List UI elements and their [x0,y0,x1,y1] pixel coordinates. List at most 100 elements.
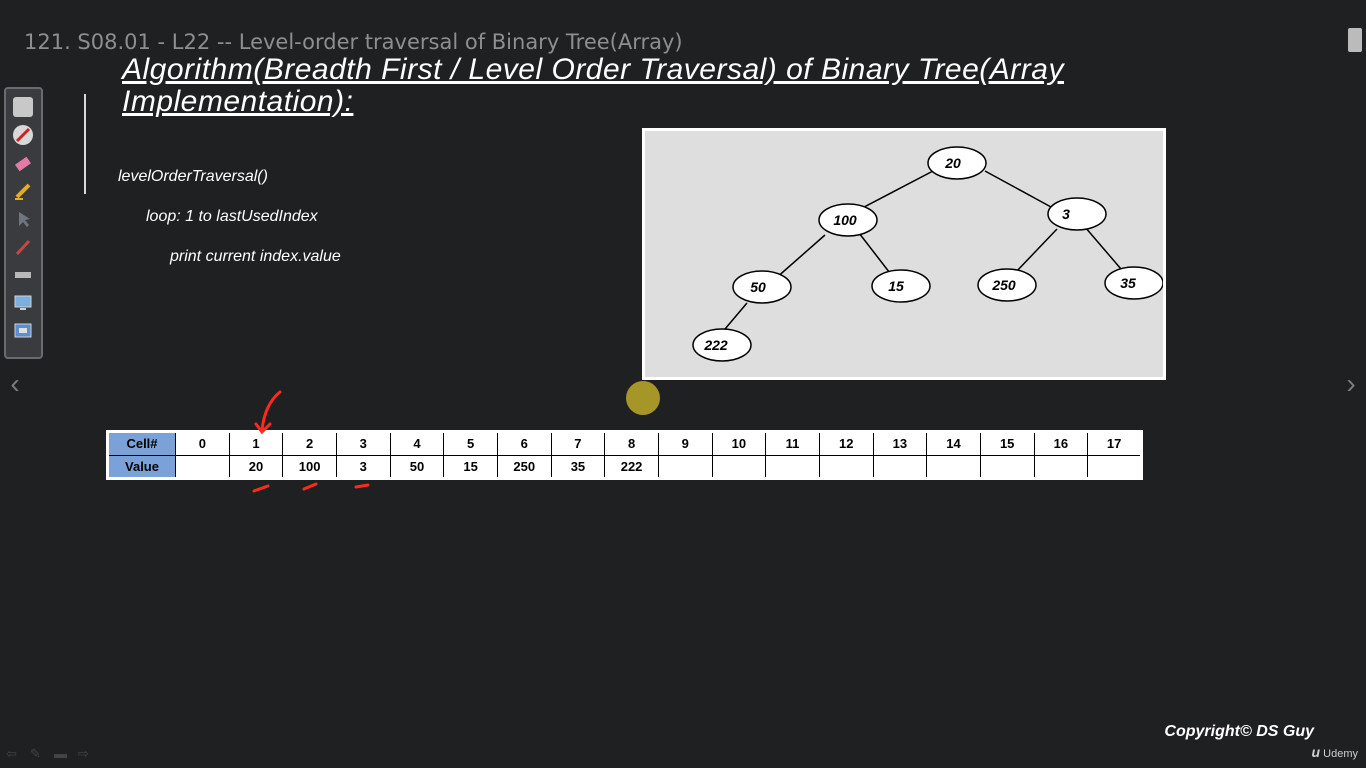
cell-index: 6 [496,431,552,456]
cell-index: 4 [389,431,445,456]
cell-index: 5 [443,431,498,456]
pointer-icon[interactable] [13,209,33,229]
cell-value: 35 [550,454,606,479]
annotation-toolbar [4,87,43,359]
whiteboard-icon[interactable] [13,97,33,117]
code-line-3: print current index.value [170,248,341,265]
laser-pointer [626,381,660,415]
cell-value: 100 [282,454,337,479]
cell-index: 7 [550,431,606,456]
node-ellipse-100 [818,203,878,237]
divider [84,94,86,194]
node-ellipse-15 [871,269,931,303]
arrow-stroke [260,390,282,432]
cell-index: 12 [818,431,874,456]
cell-value: 222 [604,454,659,479]
node-label-250: 250 [991,277,1016,293]
node-label-100: 100 [833,212,857,228]
underline-mark-1 [252,484,270,493]
edge-100-50 [774,234,826,280]
cell-index: 1 [228,431,284,456]
cell-index: 9 [657,431,713,456]
cell-value [872,454,928,479]
underline-mark-2 [302,482,318,491]
table-row-cells: Cell# 0 1 2 3 4 5 6 7 8 9 10 11 12 13 14… [107,431,1142,456]
cell-index: 13 [872,431,928,456]
chevron-left-icon[interactable]: ‹ [10,368,20,399]
node-ellipse-250 [977,268,1037,302]
udemy-mark: u [1311,744,1321,760]
cell-index: 8 [604,431,659,456]
node-ellipse-3 [1047,197,1107,231]
cell-index: 11 [765,431,820,456]
edge-50-222 [724,302,748,330]
cell-value [657,454,713,479]
marker-glyph [15,239,31,256]
video-title: 121. S08.01 - L22 -- Level-order travers… [24,30,683,54]
ruler-glyph [15,272,31,278]
cell-value [1087,454,1142,479]
eraser-icon[interactable] [13,153,33,173]
node-label-20: 20 [944,155,961,171]
node-ellipse-50 [732,270,792,304]
highlighter-icon[interactable] [13,181,33,201]
code-line-2: loop: 1 to lastUsedIndex [146,208,318,225]
edge-20-3 [984,170,1052,208]
copyright-text: Copyright© DS Guy [1164,723,1314,740]
cell-index: 16 [1033,431,1089,456]
board-icon[interactable]: ▬ [54,746,67,761]
cell-index: 15 [979,431,1035,456]
node-label-50: 50 [750,279,766,295]
screen-icon[interactable] [13,293,33,313]
red-annotations [252,390,370,493]
edge-100-15 [858,232,894,278]
ruler-icon[interactable] [13,265,33,285]
capture-glyph [14,323,32,338]
pencil-icon[interactable]: ✎ [30,746,41,761]
pen-icon[interactable] [13,125,33,145]
node-label-222: 222 [703,337,728,353]
edge-3-35 [1084,226,1122,270]
cell-value [1033,454,1089,479]
cell-value: 50 [389,454,445,479]
node-ellipse-222 [692,328,752,362]
code-line-1: levelOrderTraversal() [118,168,268,185]
chevron-right-icon[interactable]: › [1346,368,1356,399]
table-row-values: Value 20 100 3 50 15 250 35 222 [107,454,1142,479]
arrow-head [254,422,272,435]
node-ellipse-35 [1104,266,1163,300]
marker-icon[interactable] [13,237,33,257]
cell-value [926,454,981,479]
slide-heading: Algorithm(Breadth First / Level Order Tr… [122,53,1064,118]
cell-value: 3 [335,454,391,479]
capture-icon[interactable] [13,321,33,341]
cell-value [979,454,1035,479]
pointer-glyph [19,212,30,227]
cell-value [711,454,767,479]
cell-value [818,454,874,479]
cell-index: 0 [175,431,230,456]
cell-index: 14 [926,431,981,456]
node-label-3: 3 [1062,206,1070,222]
cell-value: 20 [228,454,284,479]
undo-icon[interactable]: ⇦ [6,746,17,761]
row-label-cell: Cell# [107,431,176,456]
node-ellipse-20 [927,146,987,180]
udemy-logo: u Udemy [1312,744,1358,760]
node-label-15: 15 [888,278,904,294]
edge-3-250 [1014,228,1058,274]
tree-diagram: 20 100 3 50 15 250 35 222 [642,128,1166,380]
underline-mark-3 [354,483,370,489]
cell-index: 17 [1087,431,1142,456]
tree-edges: 20 100 3 50 15 250 35 222 [692,146,1163,362]
redo-icon[interactable]: ⇨ [78,746,89,761]
udemy-brand: Udemy [1323,748,1358,760]
cell-index: 10 [711,431,767,456]
panel-handle[interactable] [1348,28,1362,52]
array-table: Cell# 0 1 2 3 4 5 6 7 8 9 10 11 12 13 14… [106,430,1143,480]
cell-value: 15 [443,454,498,479]
cell-value: 250 [496,454,552,479]
cell-value [765,454,820,479]
pen-glyph [15,127,31,143]
cell-value [175,454,230,479]
